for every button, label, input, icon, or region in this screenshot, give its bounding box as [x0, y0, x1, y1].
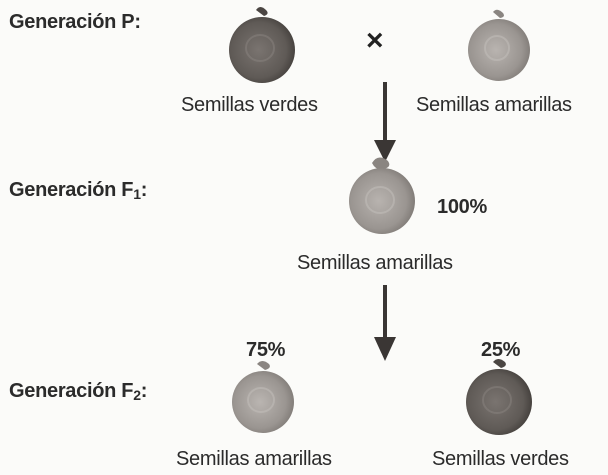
f1-percent: 100% [437, 197, 487, 217]
generation-f1-label-colon: : [141, 179, 147, 201]
yellow-seed-f2-icon [229, 358, 297, 436]
p-left-caption: Semillas verdes [181, 95, 318, 115]
generation-f1-label: Generación F1: [9, 180, 147, 201]
f1-caption: Semillas amarillas [297, 253, 453, 273]
green-seed-p-icon [226, 4, 298, 86]
generation-f2-label-colon: : [141, 380, 147, 402]
cross-symbol: × [366, 26, 383, 56]
generation-f2-label-subscript: 2 [133, 387, 141, 403]
f2-left-percent: 75% [246, 340, 285, 360]
f2-left-caption: Semillas amarillas [176, 449, 332, 469]
green-seed-f2-icon [463, 356, 535, 438]
p-right-caption: Semillas amarillas [416, 95, 572, 115]
generation-p-label: Generación P: [9, 12, 141, 32]
generation-f1-label-subscript: 1 [133, 186, 141, 202]
f2-right-caption: Semillas verdes [432, 449, 569, 469]
generation-f1-label-main: Generación F [9, 179, 133, 201]
yellow-seed-p-icon [466, 8, 532, 84]
generation-f2-label-main: Generación F [9, 380, 133, 402]
arrow-f1-to-f2-icon [370, 283, 400, 363]
generation-f2-label: Generación F2: [9, 381, 147, 402]
arrow-p-to-f1-icon [370, 80, 400, 164]
yellow-seed-f1-icon [346, 155, 418, 237]
